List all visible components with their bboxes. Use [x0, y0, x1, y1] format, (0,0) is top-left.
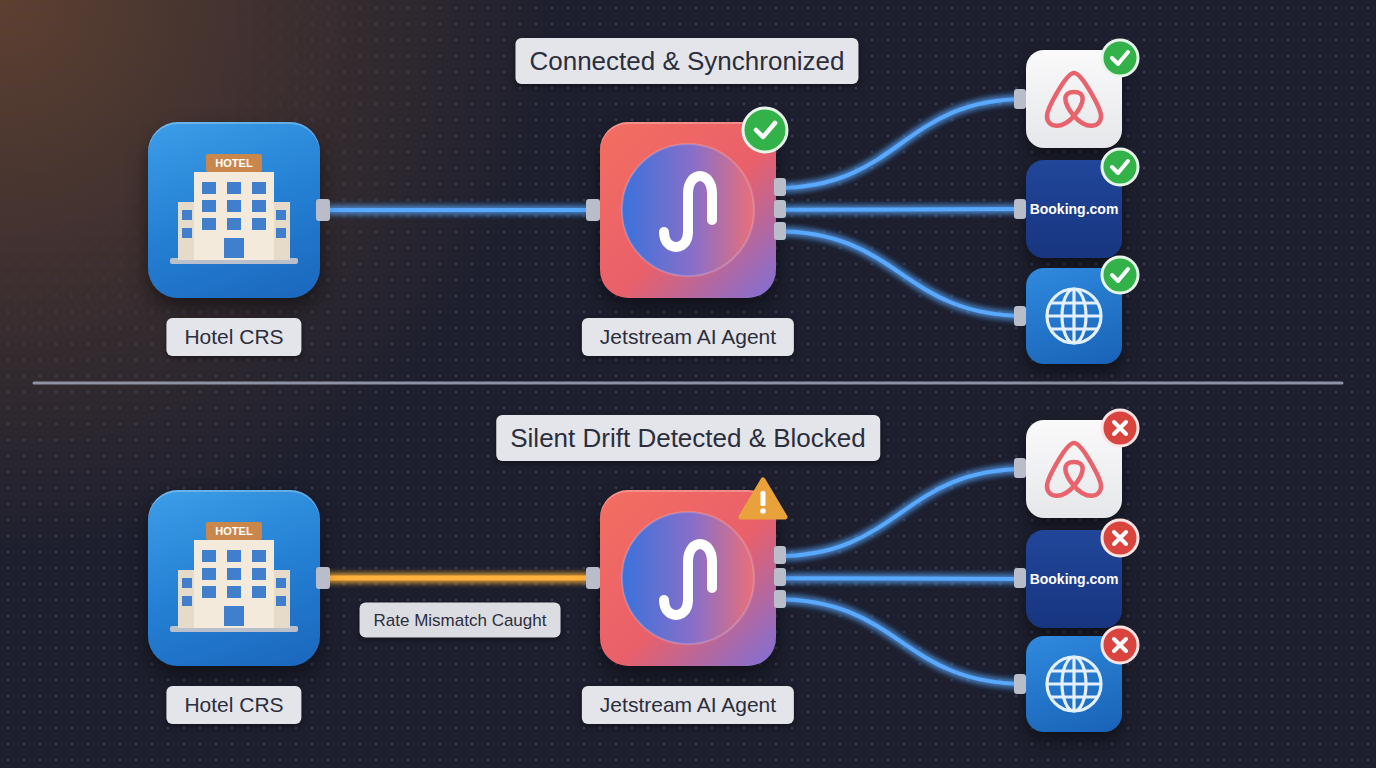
hotel-icon [148, 122, 320, 298]
port [774, 590, 786, 608]
section-heading: Silent Drift Detected & Blocked [496, 415, 880, 461]
connector-wire [776, 599, 1026, 684]
port [774, 200, 786, 218]
port [1014, 306, 1026, 326]
connector-wire [320, 208, 600, 212]
connector-wire [776, 231, 1026, 316]
check-badge [1102, 149, 1138, 185]
airbnb-tile [1026, 50, 1122, 148]
hotel-icon [148, 490, 320, 666]
agent-icon [600, 490, 776, 666]
agent-icon [600, 122, 776, 298]
booking-tile: Booking.com [1026, 530, 1122, 628]
edge-label: Rate Mismatch Caught [360, 603, 561, 638]
connector-wire [776, 576, 1026, 581]
globe-tile [1026, 268, 1122, 364]
warning-badge [741, 480, 785, 517]
check-badge [1102, 40, 1138, 76]
port [316, 567, 330, 589]
port [1014, 89, 1026, 109]
error-badge [1102, 627, 1138, 663]
globe-icon [1026, 268, 1122, 364]
port [1014, 568, 1026, 588]
globe-icon [1026, 636, 1122, 732]
error-badge [1102, 410, 1138, 446]
check-badge [1102, 257, 1138, 293]
hotel-sign: HOTEL [206, 154, 262, 172]
port [1014, 199, 1026, 219]
port [1014, 674, 1026, 694]
airbnb-tile [1026, 420, 1122, 518]
brand-wordmark: Booking.com [1026, 201, 1122, 217]
globe-tile [1026, 636, 1122, 732]
node-label: Hotel CRS [166, 686, 301, 724]
connector-wire [320, 576, 600, 581]
node-label: Jetstream AI Agent [582, 318, 794, 356]
agent-tile: Jetstream AI Agent [600, 490, 776, 666]
port-group [316, 89, 1026, 694]
airbnb-icon [1026, 420, 1122, 518]
port [316, 199, 330, 221]
section-heading: Connected & Synchronized [515, 38, 858, 84]
port [586, 199, 600, 221]
booking-tile: Booking.com [1026, 160, 1122, 258]
port [774, 568, 786, 586]
connector-wire [776, 207, 1026, 212]
node-label: Hotel CRS [166, 318, 301, 356]
port [1014, 458, 1026, 478]
connector-wire [776, 99, 1026, 188]
node-label: Jetstream AI Agent [582, 686, 794, 724]
port [774, 178, 786, 196]
check-badge [743, 108, 787, 152]
hotel-tile: HOTELHotel CRS [148, 490, 320, 666]
port [774, 222, 786, 240]
connector-wire [776, 469, 1026, 556]
error-badge [1102, 520, 1138, 556]
port [774, 546, 786, 564]
agent-tile: Jetstream AI Agent [600, 122, 776, 298]
hotel-sign: HOTEL [206, 522, 262, 540]
brand-wordmark: Booking.com [1026, 571, 1122, 587]
airbnb-icon [1026, 50, 1122, 148]
section-divider [34, 382, 1342, 385]
hotel-tile: HOTELHotel CRS [148, 122, 320, 298]
port [586, 567, 600, 589]
